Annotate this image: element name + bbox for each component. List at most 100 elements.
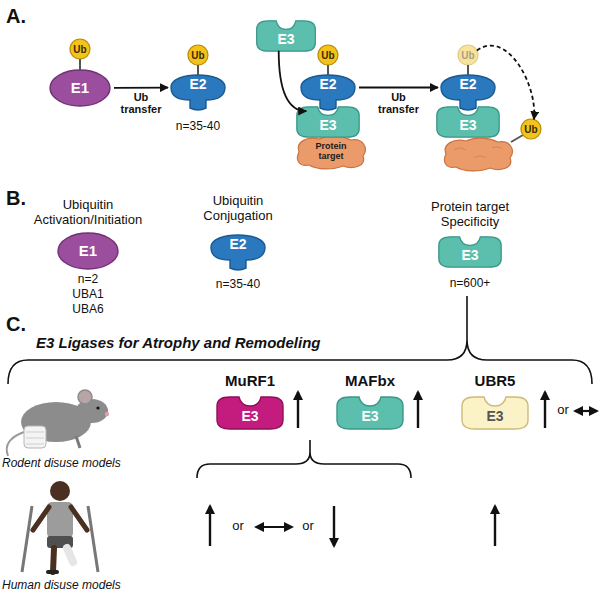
e3-shape <box>217 397 283 429</box>
e2-shape <box>171 75 225 110</box>
double-arrow <box>256 526 292 528</box>
ubiquitin-node: Ub <box>187 44 209 66</box>
transfer-arrow <box>114 87 168 89</box>
node-text-area: E2 <box>208 228 268 272</box>
protein-target-blob <box>444 138 512 171</box>
protein-target-shape <box>297 136 365 169</box>
human-head <box>50 481 70 501</box>
panel-letter: C. <box>6 312 26 336</box>
node-label: E2 <box>229 237 246 252</box>
e2-enzyme: E2 <box>298 68 358 112</box>
node-heading: MuRF1 <box>205 372 295 390</box>
e2-enzyme: Ubiquitin ConjugationE2 <box>208 228 268 272</box>
text-label: n=2 <box>58 272 118 286</box>
mouse-nose <box>105 412 109 416</box>
e3-shape <box>337 397 403 429</box>
node-text-area: E3 <box>436 234 504 270</box>
edge-label: Ub transfer <box>114 91 168 116</box>
panel-letter: B. <box>6 186 26 210</box>
human-shoe <box>46 570 59 574</box>
e3-shape <box>439 237 501 267</box>
transfer-arrow <box>477 46 534 120</box>
node-label: E3 <box>277 32 294 47</box>
up-arrow <box>297 392 299 428</box>
leg-cast <box>67 548 73 562</box>
node-text-area: E3 <box>214 394 286 432</box>
node-heading: Ubiquitin Activation/Initiation <box>13 197 163 228</box>
crutch <box>88 506 98 572</box>
e3-shape <box>297 107 359 137</box>
node-label: E3 <box>241 409 258 424</box>
attachment-line <box>79 59 81 70</box>
node-label: Ub <box>191 50 204 61</box>
node-text-area: E1 <box>49 69 111 107</box>
e3-shape <box>462 397 528 429</box>
node-label: E3 <box>319 118 336 133</box>
node-label: E3 <box>461 248 478 263</box>
transfer-arrow <box>359 87 438 89</box>
ubiquitin-circle <box>318 45 338 65</box>
ubiquitin-node: Ub <box>69 38 91 60</box>
node-label: Ub <box>461 50 474 61</box>
ubiquitin-circle <box>188 45 208 65</box>
node-text-area: E3 <box>459 394 531 432</box>
text-label: n=600+ <box>430 276 510 290</box>
bandage-wrap <box>26 432 44 444</box>
node-label: Protein target <box>307 142 355 162</box>
text-label: Human disuse models <box>2 578 152 592</box>
leg-bandage <box>24 426 46 448</box>
down-arrow <box>333 506 335 546</box>
e1-shape <box>58 233 118 269</box>
e3-ligase: E3 <box>254 18 318 54</box>
protein-target-blob <box>444 138 512 171</box>
node-label: E2 <box>319 77 336 92</box>
attachment-line <box>467 65 469 75</box>
text-label: or <box>226 518 250 534</box>
node-label: E2 <box>189 77 206 92</box>
e1-enzyme: E1 <box>49 69 111 107</box>
node-text-area: E1 <box>57 232 119 270</box>
text-label: UBA1 <box>58 287 118 301</box>
node-heading: MAFbx <box>325 372 415 390</box>
edge-label: Ub transfer <box>372 91 426 116</box>
node-label: E1 <box>79 243 97 260</box>
node-text-area: Ub <box>317 44 339 66</box>
e3-ligase: MuRF1E3 <box>214 394 286 432</box>
node-heading: UBR5 <box>450 372 540 390</box>
human-arm <box>71 507 87 530</box>
attachment-line <box>327 65 329 75</box>
double-arrow <box>575 410 597 412</box>
mouse-leg <box>76 436 80 448</box>
crutch <box>22 506 32 572</box>
node-label: E2 <box>459 77 476 92</box>
node-text-area: Ub <box>520 118 542 140</box>
attachment-line <box>197 65 199 75</box>
text-label: or <box>551 402 575 418</box>
ubiquitin-node: Ub <box>317 44 339 66</box>
human-leg <box>53 548 54 572</box>
e2-shape <box>441 75 495 110</box>
e2-shape <box>211 235 265 270</box>
node-label: E3 <box>361 409 378 424</box>
node-label: Ub <box>524 124 537 135</box>
node-text-area: E2 <box>168 68 228 112</box>
ubiquitin-stick <box>511 135 523 142</box>
node-label: E3 <box>486 409 503 424</box>
node-label: Ub <box>321 50 334 61</box>
ubiquitin-node: Ub <box>457 44 479 66</box>
e1-shape <box>50 70 110 106</box>
up-arrow <box>417 392 419 428</box>
up-arrow <box>494 506 496 546</box>
node-text-area: E3 <box>254 18 318 54</box>
e2-shape <box>301 75 355 110</box>
grouping-brace <box>8 296 592 384</box>
e2-enzyme: E2 <box>438 68 498 112</box>
node-label: Ub <box>73 44 86 55</box>
node-text-area: E2 <box>298 68 358 112</box>
text-label: n=35-40 <box>198 277 278 291</box>
node-label: E1 <box>71 80 89 97</box>
human-arm <box>33 507 49 530</box>
node-heading: Ubiquitin Conjugation <box>188 193 288 224</box>
mouse-ear <box>78 390 92 404</box>
